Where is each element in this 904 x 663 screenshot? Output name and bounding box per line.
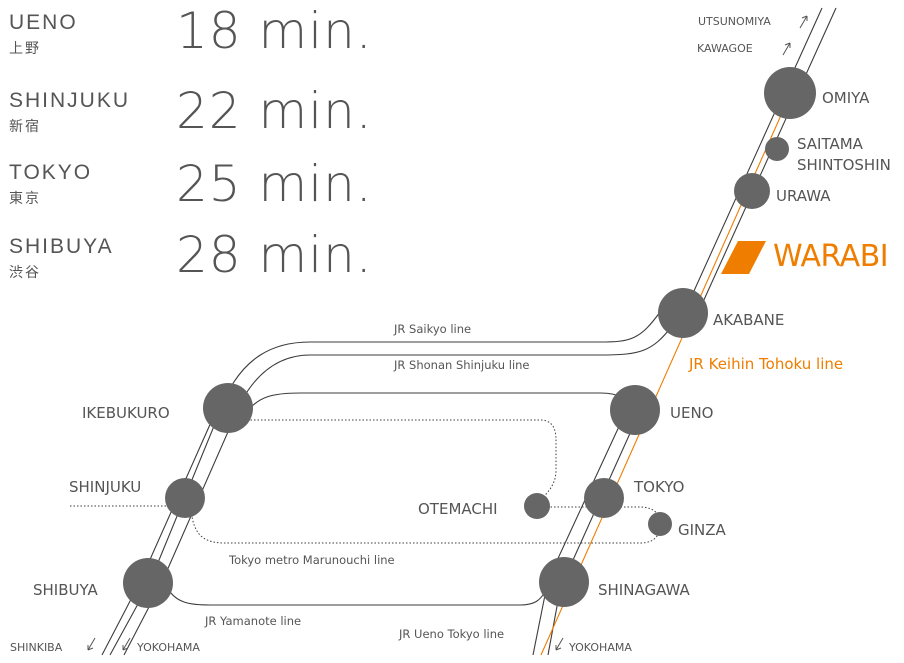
dest-jp-tokyo: 東京	[9, 191, 41, 207]
station-urawa-dot	[734, 173, 770, 209]
station-ginza-dot	[648, 512, 672, 536]
station-saitama-shintoshin-dot	[765, 137, 789, 161]
station-otemachi-dot	[524, 493, 550, 519]
station-label-shibuya: SHIBUYA	[33, 581, 98, 599]
arrow-yokohama-left-icon	[122, 637, 131, 651]
station-omiya-dot	[764, 67, 816, 119]
line-label-marunouchi: Tokyo metro Marunouchi line	[229, 553, 395, 567]
warabi-marker	[721, 241, 766, 274]
dest-jp-shinjuku: 新宿	[9, 119, 41, 135]
station-label-urawa: URAWA	[776, 187, 831, 205]
direction-yokohama-left: YOKOHAMA	[137, 641, 200, 654]
station-label-ikebukuro: IKEBUKURO	[82, 404, 170, 422]
station-label-shinagawa: SHINAGAWA	[598, 581, 690, 599]
rail-line-north-2	[697, 7, 837, 314]
station-label-ginza: GINZA	[678, 521, 726, 539]
station-label-otemachi: OTEMACHI	[418, 500, 498, 518]
arrow-shinkiba-icon	[87, 637, 96, 651]
station-shinjuku-dot	[165, 478, 205, 518]
station-ikebukuro-dot	[203, 383, 253, 433]
station-label-akabane: AKABANE	[713, 311, 785, 329]
dest-jp-shibuya: 渋谷	[9, 265, 41, 281]
rail-line-yamanote-bottom	[169, 591, 546, 606]
station-ueno-dot	[610, 385, 660, 435]
station-shibuya-dot	[123, 558, 173, 608]
direction-utsunomiya: UTSUNOMIYA	[698, 15, 771, 28]
dest-jp-ueno: 上野	[9, 41, 41, 57]
line-label-ueno-tokyo: JR Ueno Tokyo line	[399, 627, 505, 641]
line-label-yamanote: JR Yamanote line	[205, 614, 302, 628]
station-tokyo-dot	[584, 478, 624, 518]
station-label-tokyo: TOKYO	[634, 478, 685, 496]
arrow-utsunomiya-icon	[799, 15, 808, 29]
rail-line-yamanote-top	[249, 392, 635, 409]
rail-line-saikyo	[109, 311, 661, 656]
dest-en-shinjuku: SHINJUKU	[9, 89, 131, 112]
line-label-shonan: JR Shonan Shinjuku line	[394, 358, 530, 372]
time-ueno: 18 min.	[176, 2, 373, 60]
station-label-omiya: OMIYA	[822, 89, 870, 107]
station-label-saitama: SAITAMA	[797, 135, 863, 153]
time-tokyo: 25 min.	[176, 155, 373, 213]
station-label-shinjuku: SHINJUKU	[69, 478, 142, 496]
time-shinjuku: 22 min.	[176, 82, 373, 140]
station-label-shintoshin: SHINTOSHIN	[797, 156, 891, 174]
rail-line-yamanote-west	[101, 419, 213, 656]
direction-yokohama-right: YOKOHAMA	[569, 641, 632, 654]
line-label-keihin-tohoku: JR Keihin Tohoku line	[689, 355, 844, 373]
rail-line-shonan	[123, 325, 673, 656]
station-label-ueno: UENO	[670, 404, 714, 422]
rail-line-ueno-shinagawa-1	[532, 419, 623, 656]
line-label-saikyo: JR Saikyo line	[394, 322, 472, 336]
dest-en-tokyo: TOKYO	[9, 161, 93, 184]
rail-line-north-1	[683, 7, 823, 314]
dest-en-ueno: UENO	[9, 11, 78, 34]
station-akabane-dot	[658, 288, 708, 338]
direction-shinkiba: SHINKIBA	[10, 641, 63, 654]
direction-kawagoe: KAWAGOE	[697, 42, 753, 55]
marunouchi-dotted-2	[189, 499, 661, 544]
station-label-warabi: WARABI	[773, 239, 889, 274]
marunouchi-dotted-1	[247, 419, 557, 505]
arrow-kawagoe-icon	[782, 42, 791, 56]
arrow-yokohama-right-icon	[555, 637, 564, 651]
station-shinagawa-dot	[539, 557, 589, 607]
dest-en-shibuya: SHIBUYA	[9, 235, 114, 258]
time-shibuya: 28 min.	[176, 226, 373, 284]
